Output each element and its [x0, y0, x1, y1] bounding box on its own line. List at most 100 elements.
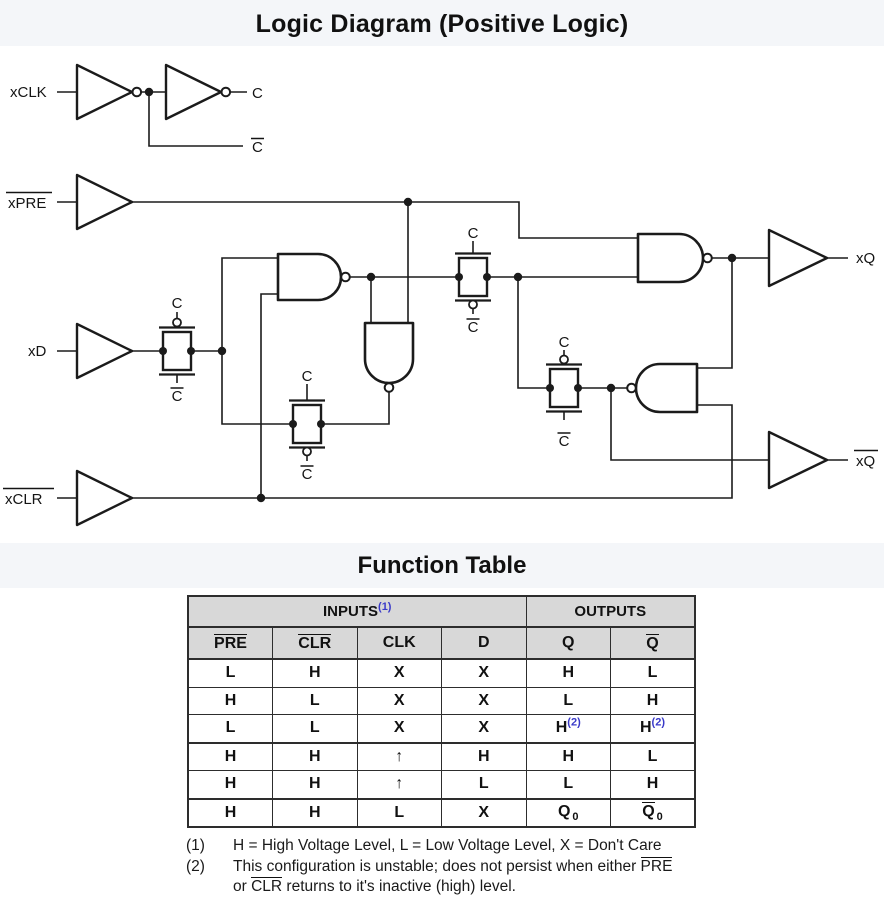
- table-cell: H: [187, 686, 273, 715]
- table-cell: L: [356, 797, 442, 828]
- function-table-title: Function Table: [357, 552, 527, 579]
- table-cell: X: [441, 797, 527, 828]
- footnote: (2) This configuration is unstable; does …: [186, 856, 716, 898]
- table-cell: H: [610, 770, 696, 799]
- clock-cbar-label: C: [252, 139, 263, 156]
- xclr-label: xCLR: [5, 491, 43, 508]
- buffer-gate: [75, 322, 134, 380]
- table-cell: L: [525, 686, 611, 715]
- table-cell: L: [610, 741, 696, 771]
- table-group-header: INPUTS(1): [187, 595, 527, 628]
- wire: [321, 392, 390, 425]
- tg-cbar-label: C: [468, 319, 479, 336]
- table-cell: X: [441, 658, 527, 688]
- table-cell: X: [356, 714, 442, 743]
- table-cell: H: [272, 658, 358, 688]
- table-column-header: Q: [610, 626, 696, 660]
- junction-dot: [317, 420, 325, 428]
- buffer-gate: [767, 228, 829, 288]
- wires: [57, 91, 848, 499]
- tg-cbar-label: C: [172, 388, 183, 405]
- table-group-header: OUTPUTS: [525, 595, 696, 628]
- junction-dot: [144, 87, 154, 97]
- inversion-bubble: [131, 86, 143, 98]
- table-cell: ↑: [356, 741, 442, 771]
- junction-dot: [574, 384, 582, 392]
- nand-gates: [276, 232, 705, 414]
- logic-diagram-title: Logic Diagram (Positive Logic): [255, 10, 629, 38]
- table-cell: H: [272, 797, 358, 828]
- inversion-bubbles: [131, 86, 713, 394]
- wire: [148, 92, 243, 147]
- junction-dot: [256, 493, 266, 503]
- nand-gate: [636, 232, 705, 284]
- inverter-gate: [164, 63, 223, 121]
- tg-cbar-label: C: [302, 466, 313, 483]
- table-cell: L: [272, 714, 358, 743]
- xq-label: xQ: [856, 250, 875, 267]
- xpre-label: xPRE: [8, 195, 46, 212]
- inverter-gate: [75, 63, 134, 121]
- junction-dot: [289, 420, 297, 428]
- table-column-header: D: [441, 626, 527, 660]
- table-cell: H(2): [525, 714, 611, 743]
- table-cell: H(2): [610, 714, 696, 743]
- wire: [517, 277, 550, 389]
- clock-c-label: C: [252, 85, 263, 102]
- tg-c-label: C: [302, 368, 313, 385]
- table-cell: H: [610, 686, 696, 715]
- wire: [697, 258, 733, 369]
- function-table-tint-band: [0, 543, 884, 588]
- junction-dot: [217, 346, 227, 356]
- table-cell: L: [187, 714, 273, 743]
- table-cell: L: [187, 658, 273, 688]
- tg-c-label: C: [559, 334, 570, 351]
- inversion-bubble: [172, 317, 182, 328]
- footnotes: (1)H = High Voltage Level, L = Low Volta…: [186, 836, 716, 898]
- tg-c-label: C: [172, 295, 183, 312]
- inversion-bubble: [340, 271, 351, 283]
- table-cell: L: [610, 658, 696, 688]
- xq-bar-label: xQ: [856, 453, 875, 470]
- inversion-bubble: [702, 252, 713, 264]
- transmission-gate: [289, 384, 325, 461]
- nand-gate: [634, 362, 699, 414]
- table-cell: H: [525, 658, 611, 688]
- buffer-gate: [75, 173, 134, 231]
- table-cell: X: [441, 686, 527, 715]
- footnote-number: (2): [186, 857, 205, 875]
- wire: [132, 404, 733, 499]
- inversion-bubble: [626, 382, 637, 394]
- footnote-text: This configuration is unstable; does not…: [233, 856, 673, 895]
- inversion-bubble: [468, 299, 478, 310]
- nand-gate: [276, 252, 343, 302]
- junction-dot: [159, 347, 167, 355]
- table-cell: H: [441, 741, 527, 771]
- signal-labels: xCLK xPRE xD xCLR xQ xQ C C: [3, 84, 878, 508]
- junction-dots: [144, 87, 737, 503]
- top-tint-band: [0, 0, 884, 46]
- table-cell: ↑: [356, 770, 442, 799]
- inversion-bubble: [220, 86, 232, 98]
- logic-diagram: xCLK xPRE xD xCLR xQ xQ C C C C C C C C …: [3, 63, 878, 527]
- table-column-header: CLK: [356, 626, 442, 660]
- table-cell: H: [272, 770, 358, 799]
- junction-dot: [483, 273, 491, 281]
- table-cell: L: [441, 770, 527, 799]
- table-cell: H: [187, 770, 273, 799]
- junction-dot: [455, 273, 463, 281]
- junction-dot: [546, 384, 554, 392]
- buffer-gates: [75, 63, 829, 527]
- inversion-bubble: [559, 354, 569, 365]
- table-cell: X: [356, 658, 442, 688]
- buffer-gate: [75, 469, 134, 527]
